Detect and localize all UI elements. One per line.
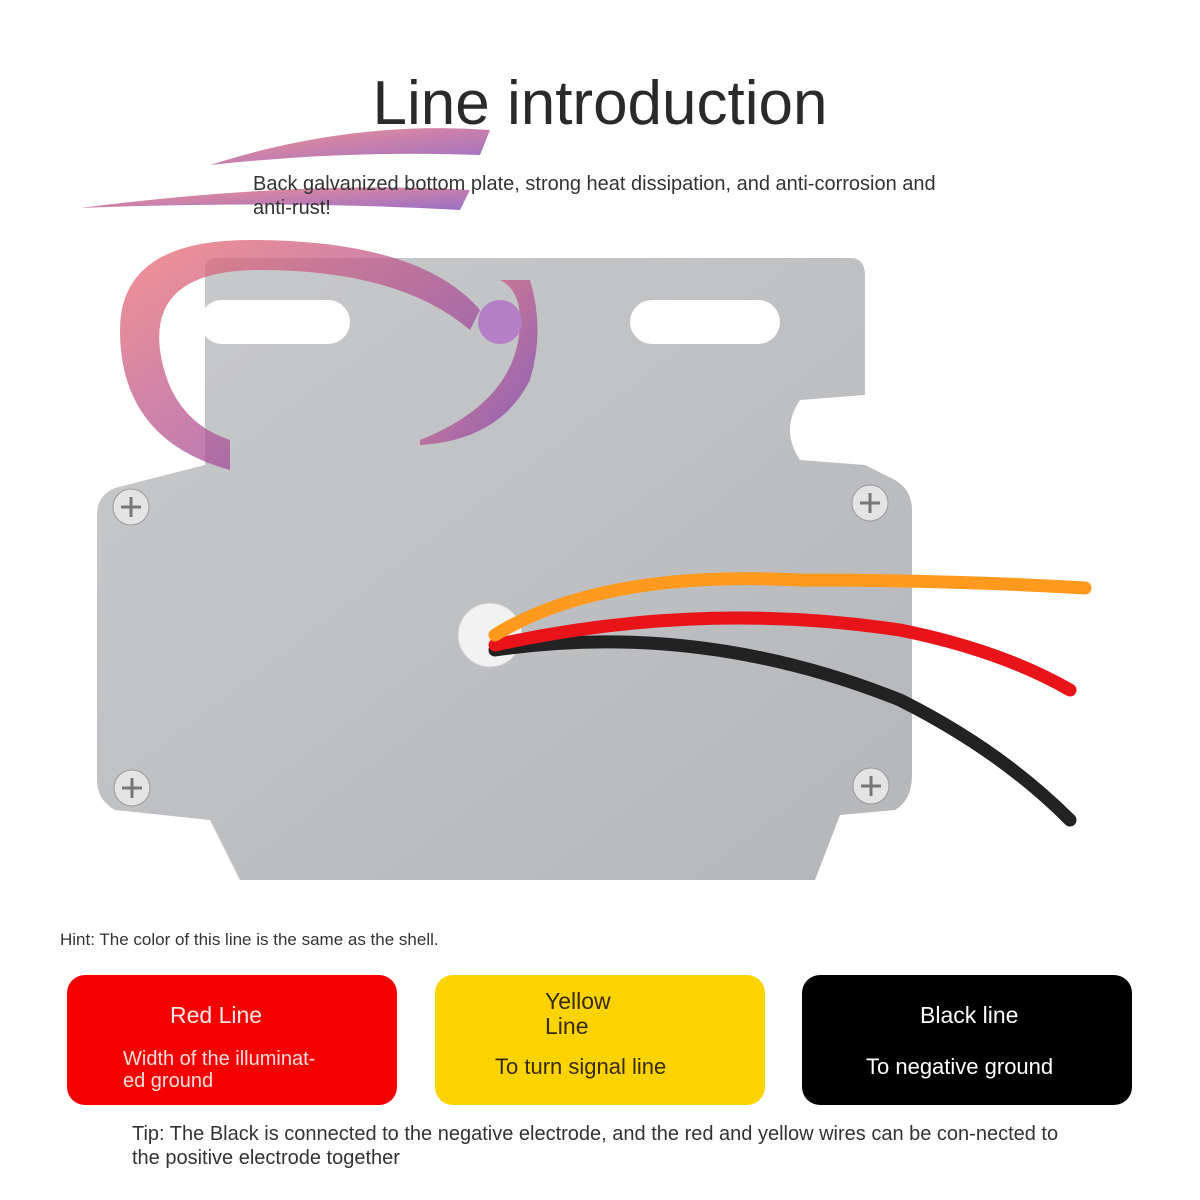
- red-wire: [488, 611, 1077, 697]
- tip-text: Tip: The Black is connected to the negat…: [132, 1123, 1059, 1169]
- black-line-card: Black line To negative ground: [802, 975, 1132, 1105]
- card-label: Black line: [920, 1002, 1019, 1028]
- galvanized-plate: [97, 258, 912, 880]
- red-line-card: Red Line Width of the illuminat-ed groun…: [67, 975, 397, 1105]
- card-description: Width of the illuminat-ed ground: [123, 1048, 316, 1092]
- orange-wire: [488, 572, 1092, 642]
- hint-text: Hint: The color of this line is the same…: [60, 930, 439, 949]
- card-description: To negative ground: [866, 1054, 1054, 1079]
- screw-icon: [852, 767, 890, 805]
- card-label: Red Line: [170, 1002, 263, 1028]
- card-description: To turn signal line: [495, 1054, 667, 1079]
- mounting-slot-left: [200, 300, 350, 344]
- screw-icon: [112, 488, 150, 526]
- mounting-slot-right: [630, 300, 780, 344]
- screw-icon: [851, 484, 889, 522]
- brand-logo-watermark: [80, 128, 538, 470]
- screw-icon: [113, 769, 151, 807]
- black-wire: [488, 635, 1077, 827]
- page-title: Line introduction: [372, 69, 828, 138]
- card-label: Yellow Line: [545, 988, 611, 1039]
- yellow-line-card: Yellow Line To turn signal line: [435, 975, 765, 1105]
- subtitle: Back galvanized bottom plate, strong hea…: [253, 173, 936, 219]
